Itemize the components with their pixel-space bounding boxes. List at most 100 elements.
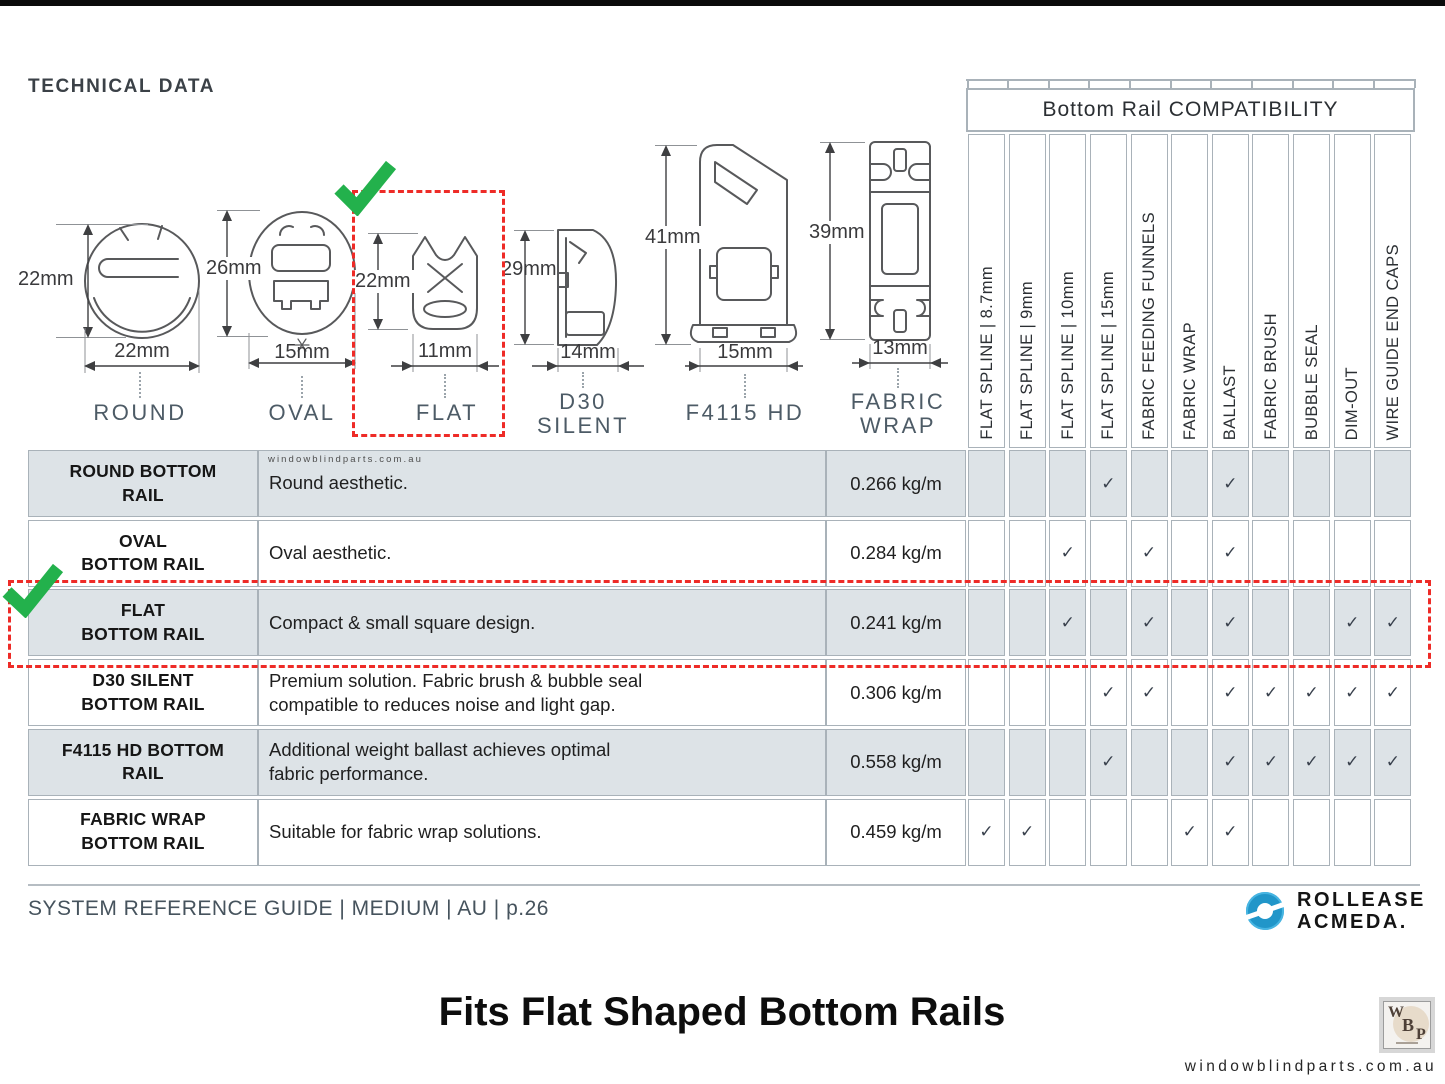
- compatibility-check: ✓: [1171, 798, 1209, 866]
- compatibility-check: ✓: [1211, 798, 1249, 866]
- rail-description-cell: Oval aesthetic.: [258, 519, 826, 587]
- compatibility-check: ✓: [1089, 450, 1127, 517]
- dim-label-flat-height: 22mm: [352, 270, 414, 293]
- compatibility-check: ✓: [1293, 728, 1331, 796]
- compatibility-cell: [968, 519, 1005, 587]
- wbp-letter-b: B: [1402, 1015, 1415, 1035]
- page-title: TECHNICAL DATA: [28, 76, 216, 97]
- matrix-top-sliver-tick: [1291, 79, 1294, 88]
- wbp-logo-tagline-mark: [1396, 1042, 1418, 1044]
- diagram-label-fabric-wrap: FABRIC WRAP: [850, 389, 946, 439]
- compatibility-cell: [968, 728, 1005, 796]
- leader-oval: [301, 376, 303, 398]
- rail-name-cell: FLAT BOTTOM RAIL: [28, 589, 258, 657]
- matrix-column-header: DIM-OUT: [1333, 134, 1371, 448]
- compatibility-cell: [1252, 589, 1290, 657]
- diagram-label-d30: D30 SILENT: [536, 389, 630, 439]
- matrix-column-header: BUBBLE SEAL: [1293, 134, 1331, 448]
- matrix-top-sliver-tick: [966, 79, 969, 88]
- dim-label-oval-width: 15mm: [274, 341, 330, 363]
- rail-description-cell: Premium solution. Fabric brush & bubble …: [258, 659, 826, 727]
- rail-weight-cell: 0.284 kg/m: [826, 519, 966, 587]
- footer-reference: SYSTEM REFERENCE GUIDE | MEDIUM | AU | p…: [28, 897, 549, 920]
- matrix-column-header: FABRIC FEEDING FUNNELS: [1130, 134, 1168, 448]
- leader-flat: [444, 374, 446, 398]
- fabric-wrap-profile-drawing: [820, 141, 948, 369]
- compatibility-check: ✓: [1130, 519, 1168, 587]
- rollease-acmeda-logo: ROLLEASE ACMEDA.: [1243, 889, 1426, 934]
- dim-label-flat-width: 11mm: [417, 340, 473, 362]
- matrix-column-header: FLAT SPLINE | 9mm: [1008, 134, 1046, 448]
- matrix-column-label: FABRIC BRUSH: [1261, 313, 1280, 440]
- watermark-text: windowblindparts.com.au: [268, 454, 423, 465]
- rollease-logo-text: ROLLEASE ACMEDA.: [1297, 889, 1426, 934]
- compatibility-cell: [1171, 450, 1209, 517]
- matrix-column-label: WIRE GUIDE END CAPS: [1383, 243, 1402, 440]
- matrix-top-sliver-tick: [1007, 79, 1010, 88]
- dim-label-fabric-wrap-height: 39mm: [806, 221, 868, 244]
- wbp-logo-circle: [1393, 1006, 1429, 1042]
- compatibility-cell: [1374, 519, 1412, 587]
- matrix-column-header: FABRIC WRAP: [1171, 134, 1209, 448]
- rail-description-cell: Additional weight ballast achieves optim…: [258, 728, 826, 796]
- compatibility-cell: [1252, 450, 1290, 517]
- rail-name-cell: D30 SILENT BOTTOM RAIL: [28, 659, 258, 727]
- diagram-label-f4115: F4115 HD: [685, 400, 805, 425]
- compatibility-check: ✓: [1374, 659, 1412, 727]
- compatibility-cell: [1171, 728, 1209, 796]
- matrix-top-sliver-tick: [1332, 79, 1335, 88]
- dim-label-oval-height: 26mm: [203, 257, 265, 280]
- compatibility-cell: [1130, 450, 1168, 517]
- matrix-top-sliver-tick: [1129, 79, 1132, 88]
- compatibility-cell: [1049, 728, 1087, 796]
- matrix-column-header: FLAT SPLINE | 15mm: [1089, 134, 1127, 448]
- compatibility-check: ✓: [968, 798, 1005, 866]
- compatibility-cell: [1089, 798, 1127, 866]
- site-url: windowblindparts.com.au: [1184, 1058, 1437, 1075]
- matrix-top-sliver-line: [966, 79, 1416, 81]
- diagram-oval: [210, 195, 395, 380]
- compatibility-check: ✓: [1252, 659, 1290, 727]
- compatibility-check: ✓: [1333, 589, 1371, 657]
- compatibility-check: ✓: [1049, 519, 1087, 587]
- dim-label-f4115-width: 15mm: [717, 341, 773, 363]
- compatibility-check: ✓: [1049, 589, 1087, 657]
- dim-label-fabric-wrap-width: 13mm: [872, 337, 928, 359]
- compatibility-cell: [1293, 519, 1331, 587]
- dim-label-d30-height: 29mm: [501, 258, 557, 280]
- diagram-label-flat: FLAT: [415, 400, 479, 425]
- matrix-column-label: DIM-OUT: [1343, 366, 1361, 440]
- matrix-column-label: FLAT SPLINE | 15mm: [1099, 271, 1118, 440]
- rail-weight-cell: 0.241 kg/m: [826, 589, 966, 657]
- compatibility-check: ✓: [1008, 798, 1046, 866]
- matrix-top-sliver-tick: [1047, 79, 1050, 88]
- compatibility-cell: [1008, 728, 1046, 796]
- dim-label-round-height: 22mm: [18, 268, 74, 290]
- rollease-line1: ROLLEASE: [1297, 889, 1426, 911]
- rail-weight-cell: 0.306 kg/m: [826, 659, 966, 727]
- compatibility-cell: [968, 450, 1005, 517]
- compatibility-check: ✓: [1333, 659, 1371, 727]
- compatibility-cell: [1293, 798, 1331, 866]
- compatibility-cell: [1333, 519, 1371, 587]
- rail-name-cell: FABRIC WRAP BOTTOM RAIL: [28, 798, 258, 866]
- matrix-top-sliver-tick: [1169, 79, 1172, 88]
- rail-name-cell: OVAL BOTTOM RAIL: [28, 519, 258, 587]
- compatibility-cell: [1333, 450, 1371, 517]
- compatibility-check: ✓: [1211, 519, 1249, 587]
- compatibility-check: ✓: [1333, 728, 1371, 796]
- rail-description-cell: Round aesthetic.windowblindparts.com.au: [258, 450, 826, 517]
- compatibility-cell: [1252, 798, 1290, 866]
- compatibility-cell: [1374, 798, 1412, 866]
- wbp-logo: W B P: [1379, 997, 1435, 1053]
- leader-d30: [582, 372, 584, 388]
- matrix-top-sliver-tick: [1413, 79, 1416, 88]
- compatibility-cell: [1008, 450, 1046, 517]
- compatibility-check: ✓: [1130, 659, 1168, 727]
- dim-label-d30-width: 14mm: [560, 341, 616, 363]
